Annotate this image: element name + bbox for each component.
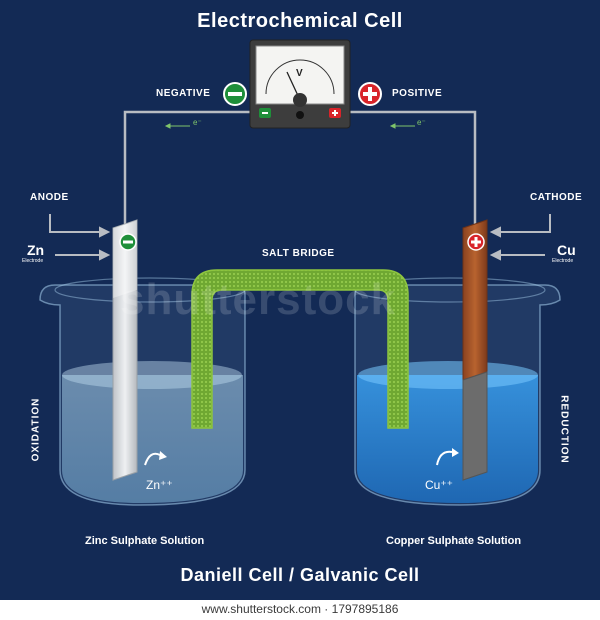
zn-symbol: Zn [27,242,45,258]
cu-symbol: Cu [557,242,576,258]
positive-label: POSITIVE [392,88,443,99]
cu-sub: Electrode [552,258,574,264]
salt-bridge [191,269,409,429]
copper-electrode [462,219,488,481]
curved-arrow-icon [144,448,459,466]
salt-bridge-label: SALT BRIDGE [262,248,335,259]
plus-icon [467,233,485,251]
circuit-wires [123,110,477,228]
left-solution-label: Zinc Sulphate Solution [85,535,205,547]
negative-label: NEGATIVE [156,88,211,99]
footer-text: www.shutterstock.com · 1797895186 [201,602,399,616]
reduction-label: REDUCTION [558,395,570,464]
page-subtitle: Daniell Cell / Galvanic Cell [180,565,420,585]
electron-flow-arrows [164,123,415,129]
diagram-svg [39,39,561,506]
arrow-left-icon [489,214,551,261]
right-wire [350,110,477,228]
zn-ion-label: Zn⁺⁺ [146,478,173,492]
minus-icon [119,233,137,251]
electron-label-left: e⁻ [193,118,202,127]
positive-badge-icon [358,82,382,106]
arrow-right-icon [49,214,111,261]
left-wire [123,110,250,228]
oxidation-label: OXIDATION [30,397,42,462]
diagram-canvas: shutterstock Electrochemical Cell Daniel… [0,0,600,600]
cathode-label: CATHODE [530,192,583,203]
voltmeter [249,39,351,129]
zn-sub: Electrode [22,258,44,264]
electron-label-right: e⁻ [417,118,426,127]
watermark: shutterstock [120,275,397,324]
zinc-electrode [112,219,138,481]
cu-ion-label: Cu⁺⁺ [425,478,454,492]
page-title: Electrochemical Cell [197,10,403,32]
negative-badge-icon [223,82,247,106]
footer-bar: www.shutterstock.com · 1797895186 [0,600,600,620]
voltmeter-unit: V [296,68,303,79]
right-solution-label: Copper Sulphate Solution [386,535,522,547]
anode-label: ANODE [30,192,69,203]
